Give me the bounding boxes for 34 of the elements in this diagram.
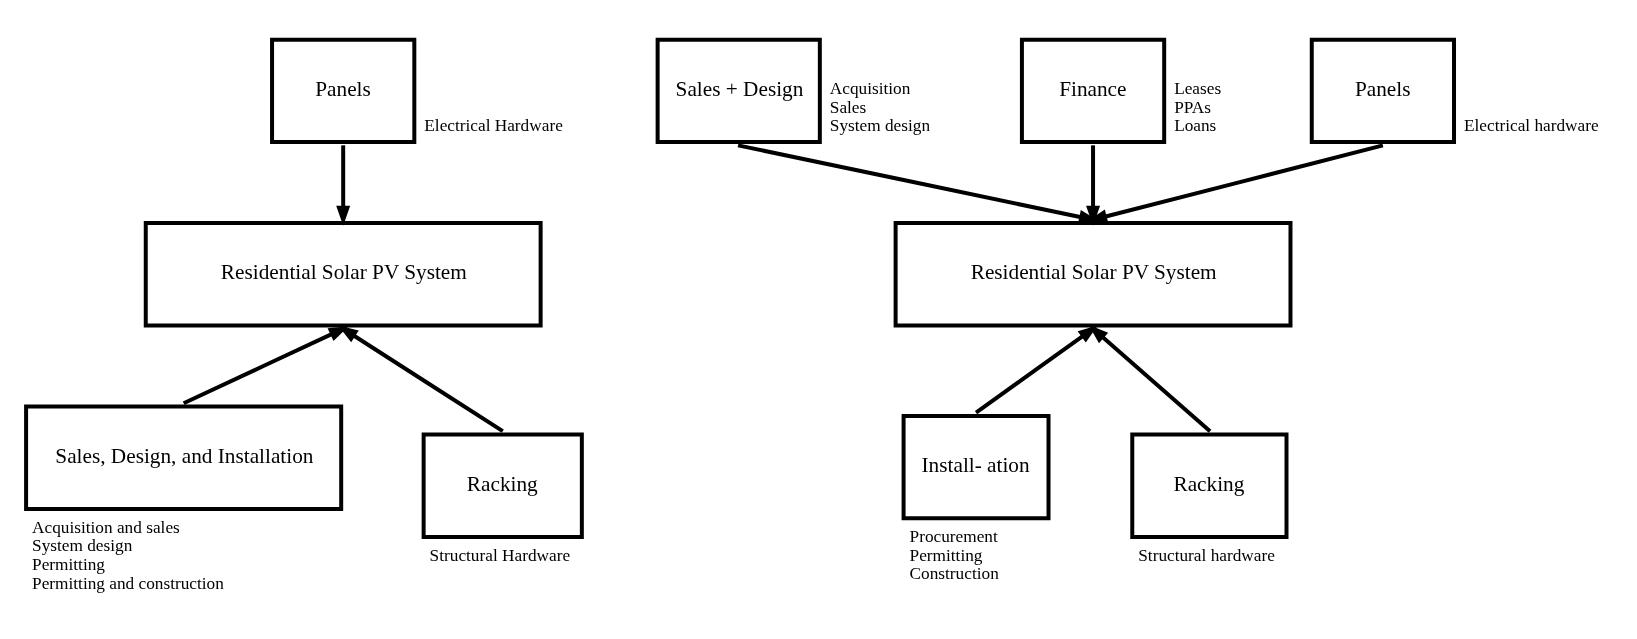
node-label: Acquisition and sales (32, 517, 180, 537)
arrow (1088, 324, 1212, 433)
node-label: Structural Hardware (429, 545, 571, 565)
node-label: Acquisition (829, 79, 911, 99)
node-label: Electrical Hardware (424, 116, 563, 136)
node-label: System design (829, 116, 931, 136)
node-label: Permitting (32, 554, 105, 574)
node-box: Panels (1309, 37, 1456, 144)
node-box: Racking (1130, 432, 1289, 539)
node-label: Leases (1174, 79, 1222, 99)
arrow (974, 325, 1098, 415)
node-label: System design (32, 536, 133, 556)
node-label: Sales (829, 97, 867, 117)
node-box: Sales + Design (655, 37, 822, 144)
node-box: Install- ation (901, 413, 1051, 521)
node-label: Structural hardware (1138, 545, 1275, 565)
arrow (737, 143, 1099, 224)
arrow (1087, 143, 1384, 224)
node-box: Racking (421, 432, 584, 539)
arrow (1086, 145, 1101, 226)
node-label: Electrical hardware (1463, 116, 1599, 136)
node-label: Procurement (909, 527, 998, 547)
node-label: PPAs (1174, 97, 1211, 117)
node-label: Permitting (909, 545, 983, 565)
node-label: Permitting and construction (32, 573, 224, 593)
arrow (336, 145, 351, 226)
node-box: Finance (1019, 37, 1167, 144)
node-label: Construction (909, 564, 999, 584)
node-label: Loans (1174, 116, 1217, 136)
node-box: Residential Solar PV System (893, 221, 1293, 328)
node-box: Panels (270, 37, 417, 144)
node-box: Residential Solar PV System (143, 221, 543, 328)
arrow (182, 326, 349, 406)
node-box: Sales, Design, and Installation (24, 404, 344, 511)
